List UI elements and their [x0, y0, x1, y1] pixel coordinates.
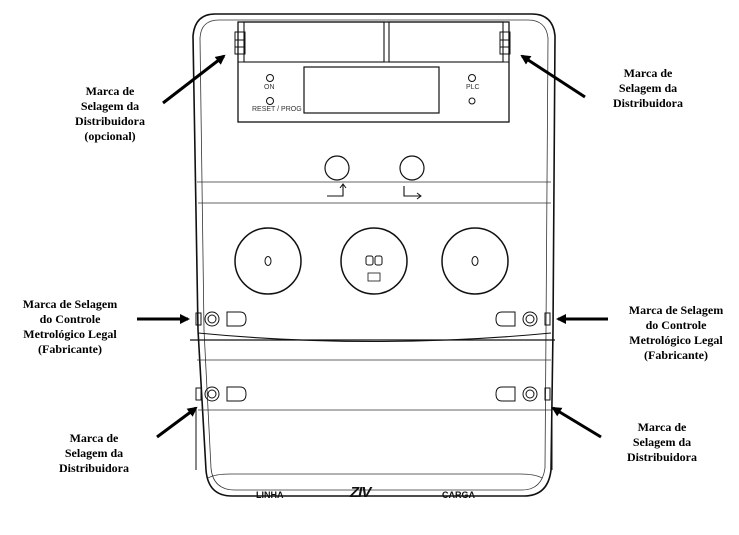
meter-inner-outline	[199, 19, 549, 491]
on-led	[266, 74, 274, 82]
label-line: Metrológico Legal	[23, 327, 117, 341]
arrow-bottom-right	[551, 406, 602, 439]
arrow-right-icon	[403, 186, 420, 197]
label-line: do Controle	[39, 312, 101, 326]
mid-left-seal	[195, 311, 247, 327]
label-line: (Fabricante)	[38, 342, 102, 356]
ziv-logo: ZIV	[350, 484, 371, 501]
on-label: ON	[264, 84, 275, 91]
label-line: Distribuidora	[58, 461, 129, 475]
label-line: (opcional)	[84, 129, 136, 143]
label-top-left: Marca de Selagem da Distribuidora (opcio…	[50, 84, 170, 144]
plc-label: PLC	[466, 84, 480, 91]
knob-right	[441, 227, 509, 295]
bottom-right-seal	[495, 386, 551, 402]
top-label-slot-left	[243, 21, 385, 63]
mid-right-seal	[495, 311, 551, 327]
label-line: Selagem da	[64, 446, 124, 460]
label-line: Marca de Selagem	[628, 303, 724, 317]
label-bottom-left: Marca de Selagem da Distribuidora	[34, 431, 154, 476]
terminal-cover-edge	[197, 332, 552, 343]
carga-label: CARGA	[442, 490, 475, 500]
label-line: Distribuidora	[74, 114, 145, 128]
label-line: Marca de	[69, 431, 119, 445]
label-line: Distribuidora	[626, 450, 697, 464]
arrow-top-right	[520, 54, 586, 99]
top-right-seal	[499, 31, 511, 55]
footer-panel	[207, 473, 543, 479]
linha-label: LINHA	[256, 490, 284, 500]
center-knob-label	[367, 272, 381, 282]
meter-outer-body	[192, 13, 556, 497]
top-left-seal	[234, 31, 246, 55]
label-top-right: Marca de Selagem da Distribuidora	[588, 66, 708, 111]
label-mid-left: Marca de Selagem do Controle Metrológico…	[2, 297, 138, 357]
top-label-slot-right	[388, 21, 504, 63]
label-line: Selagem da	[80, 99, 140, 113]
knob-center	[340, 227, 408, 295]
bottom-left-seal	[195, 386, 247, 402]
reset-prog-button	[266, 97, 274, 105]
label-line: do Controle	[645, 318, 707, 332]
label-line: Selagem da	[632, 435, 692, 449]
label-line: Marca de	[85, 84, 135, 98]
arrow-bottom-left	[156, 406, 198, 439]
terminal-cover-bottom	[195, 410, 553, 470]
label-bottom-right: Marca de Selagem da Distribuidora	[602, 420, 722, 465]
label-line: Selagem da	[618, 81, 678, 95]
label-line: Marca de	[637, 420, 687, 434]
label-line: Distribuidora	[612, 96, 683, 110]
label-line: Metrológico Legal	[629, 333, 723, 347]
knob-left	[234, 227, 302, 295]
scroll-button-left	[324, 155, 350, 181]
arrow-up-icon	[327, 185, 344, 197]
plc-led	[468, 74, 476, 82]
reset-prog-label: RESET / PROG	[252, 106, 302, 113]
arrow-top-left	[162, 54, 226, 105]
label-line: (Fabricante)	[644, 348, 708, 362]
scroll-button-right	[399, 155, 425, 181]
label-line: Marca de Selagem	[22, 297, 118, 311]
aux-led	[468, 97, 476, 105]
label-mid-right: Marca de Selagem do Controle Metrológico…	[608, 303, 739, 363]
label-line: Marca de	[623, 66, 673, 80]
lcd-display	[303, 66, 440, 114]
